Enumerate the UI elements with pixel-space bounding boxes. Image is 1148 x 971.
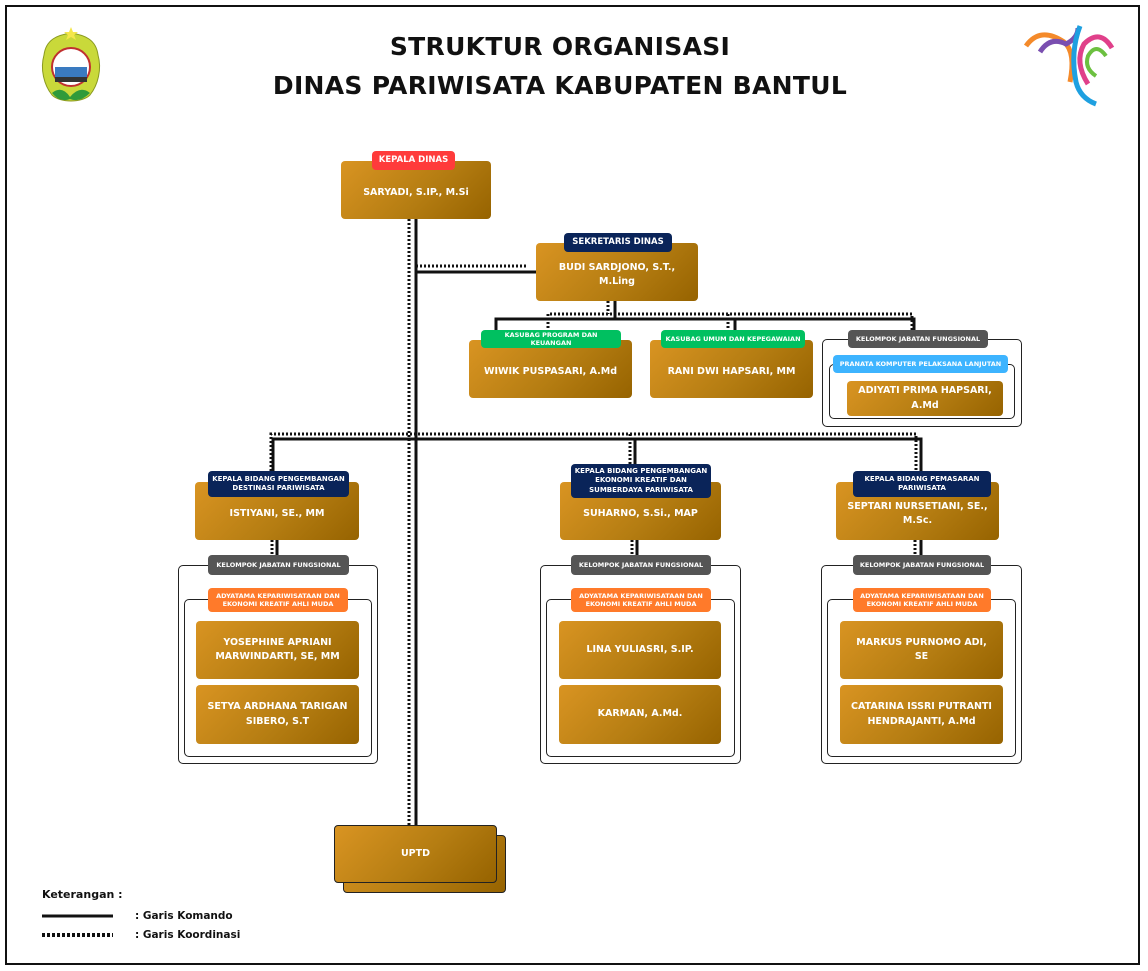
legend-title: Keterangan : (42, 888, 123, 901)
kasubag-program-label: KASUBAG PROGRAM DAN KEUANGAN (481, 330, 621, 348)
adyatama-ekraf-label: ADYATAMA KEPARIWISATAAN DAN EKONOMI KREA… (571, 588, 711, 612)
kepala-dinas-label: KEPALA DINAS (372, 151, 455, 170)
bidang-pemasaran-label: KEPALA BIDANG PEMASARAN PARIWISATA (853, 471, 991, 497)
sekretaris-label: SEKRETARIS DINAS (564, 233, 672, 252)
adyatama-pemasaran-label: ADYATAMA KEPARIWISATAAN DAN EKONOMI KREA… (853, 588, 991, 612)
kasubag-program-box: WIWIK PUSPASARI, A.Md (469, 340, 632, 398)
page-frame (5, 5, 1140, 965)
left-logo-icon (41, 27, 101, 102)
kasubag-umum-box: RANI DWI HAPSARI, MM (650, 340, 813, 398)
right-logo-icon (1023, 25, 1115, 107)
kjf-ekraf-label: KELOMPOK JABATAN FUNGSIONAL (571, 555, 711, 575)
member-box: CATARINA ISSRI PUTRANTI HENDRAJANTI, A.M… (840, 685, 1003, 744)
bidang-destinasi-label: KEPALA BIDANG PENGEMBANGAN DESTINASI PAR… (208, 471, 349, 497)
kjf-destinasi-label: KELOMPOK JABATAN FUNGSIONAL (208, 555, 349, 575)
title-line-1: STRUKTUR ORGANISASI (389, 32, 731, 61)
legend-komando: : Garis Komando (135, 910, 233, 922)
legend-koordinasi: : Garis Koordinasi (135, 929, 241, 941)
kjf-pemasaran-label: KELOMPOK JABATAN FUNGSIONAL (853, 555, 991, 575)
title-line-2: DINAS PARIWISATA KABUPATEN BANTUL (272, 71, 848, 100)
member-box: MARKUS PURNOMO ADI, SE (840, 621, 1003, 679)
uptd-box: UPTD (334, 825, 497, 883)
pranata-komputer-label: PRANATA KOMPUTER PELAKSANA LANJUTAN (833, 355, 1008, 373)
kepala-dinas-box: SARYADI, S.IP., M.Si (341, 161, 491, 219)
kjf-sekretariat-label: KELOMPOK JABATAN FUNGSIONAL (848, 330, 988, 348)
adyatama-destinasi-label: ADYATAMA KEPARIWISATAAN DAN EKONOMI KREA… (208, 588, 348, 612)
member-box: LINA YULIASRI, S.IP. (559, 621, 721, 679)
member-box: KARMAN, A.Md. (559, 685, 721, 744)
kjf-sekretariat-member: ADIYATI PRIMA HAPSARI, A.Md (847, 381, 1003, 416)
member-box: SETYA ARDHANA TARIGAN SIBERO, S.T (196, 685, 359, 744)
member-box: YOSEPHINE APRIANI MARWINDARTI, SE, MM (196, 621, 359, 679)
kasubag-umum-label: KASUBAG UMUM DAN KEPEGAWAIAN (661, 330, 805, 348)
sekretaris-box: BUDI SARDJONO, S.T., M.Ling (536, 243, 698, 301)
bidang-ekraf-label: KEPALA BIDANG PENGEMBANGAN EKONOMI KREAT… (571, 464, 711, 498)
